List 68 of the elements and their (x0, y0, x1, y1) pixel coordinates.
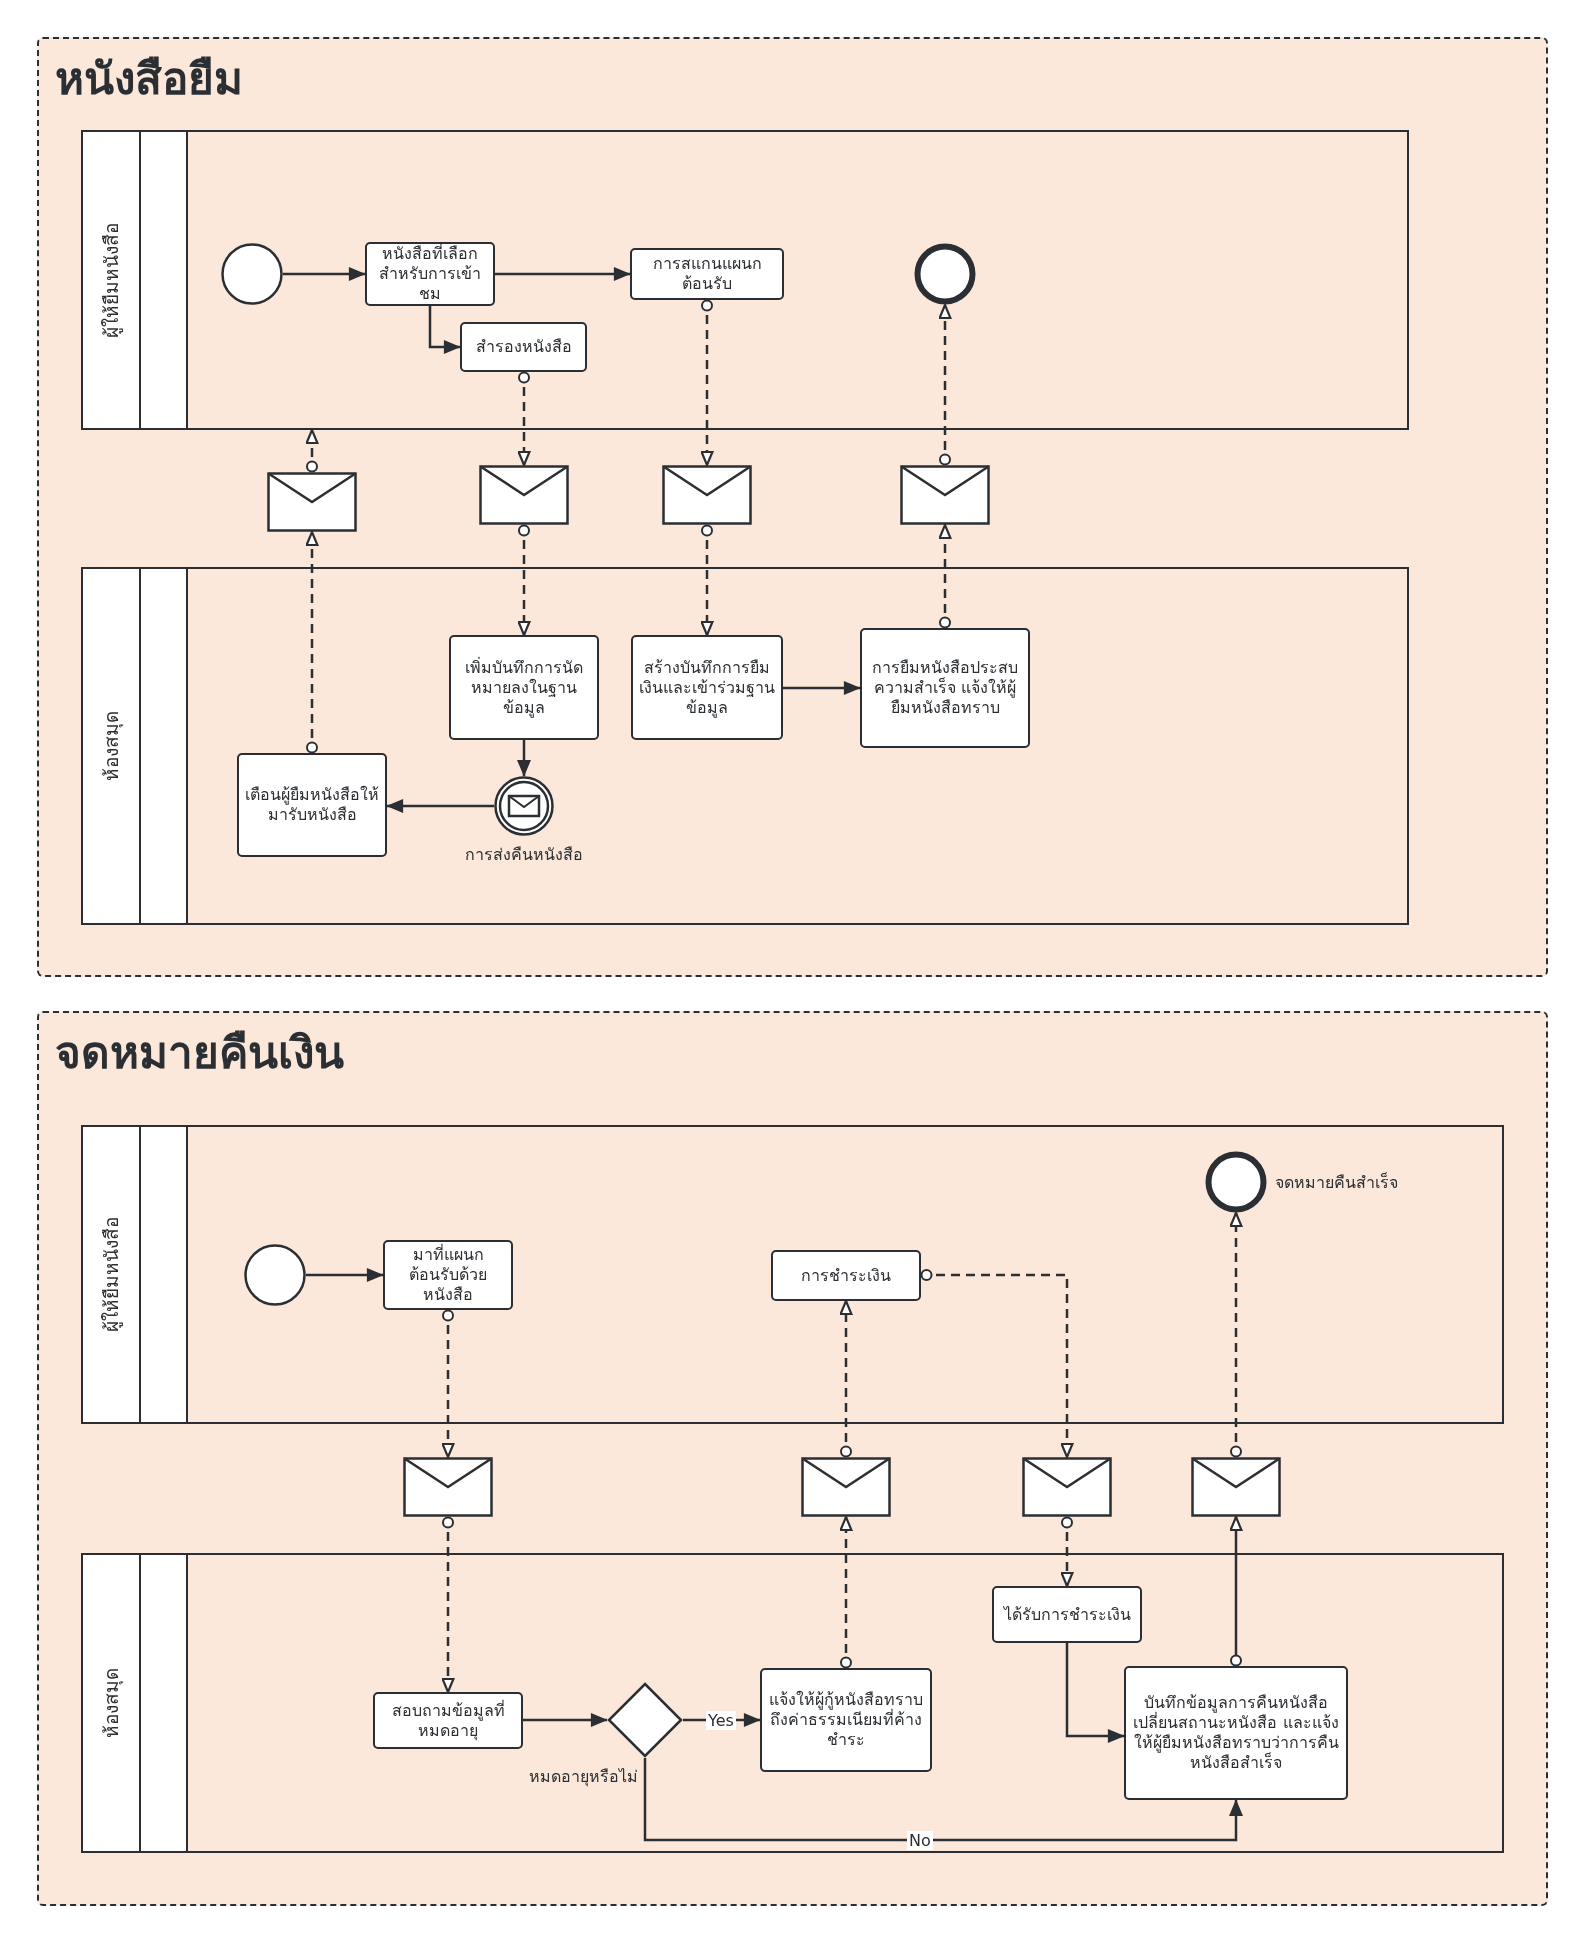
lane-label: ผู้ให้ยืมหนังสือ (99, 222, 124, 337)
message-envelope (403, 1457, 493, 1517)
dashed-arrow (839, 1299, 853, 1458)
message-envelope (801, 1457, 891, 1517)
arrow (523, 1713, 608, 1727)
end-event (914, 243, 976, 305)
arrow (283, 267, 366, 281)
pool-title: หนังสือยืม (55, 52, 243, 106)
gateway-diamond (607, 1682, 683, 1758)
dashed-arrow (700, 524, 714, 637)
pool-title: จดหมายคืนเงิน (55, 1026, 344, 1080)
lane-label: ห้องสมุด (99, 710, 124, 781)
arrow (306, 1268, 384, 1282)
task-box: เพิ่มบันทึกการนัดหมายลงในฐานข้อมูล (449, 635, 599, 740)
dashed-arrow (517, 524, 531, 637)
dashed-arrow (1060, 1516, 1074, 1588)
task-box: เตือนผู้ยืมหนังสือให้มารับหนังสือ (237, 753, 387, 857)
end-event (1205, 1151, 1267, 1213)
dashed-arrow (1229, 1211, 1243, 1458)
dashed-arrow (938, 303, 952, 466)
pool (37, 37, 1548, 977)
message-envelope (900, 465, 990, 525)
task-box: สำรองหนังสือ (460, 322, 587, 372)
task-box: การชำระเงิน (771, 1250, 921, 1301)
swimlane (81, 130, 1409, 430)
event-label: การส่งคืนหนังสือ (465, 844, 583, 866)
message-event (494, 776, 554, 836)
dashed-arrow (700, 299, 714, 467)
task-box: สอบถามข้อมูลที่หมดอายุ (373, 1692, 523, 1749)
task-box: บันทึกข้อมูลการคืนหนังสือ เปลี่ยนสถานะหนังสือ และแจ้งให้ผู้ยืมหนังสือทราบว่าการคืนหนังสือสำเร็จ (1124, 1666, 1348, 1800)
dashed-arrow (938, 523, 952, 629)
swimlane (81, 1553, 1504, 1853)
dashed-arrow (839, 1515, 853, 1669)
task-box: แจ้งให้ผู้กู้หนังสือทราบถึงค่าธรรมเนียมที่ค้างชำระ (760, 1668, 932, 1772)
task-box: การยืมหนังสือประสบความสำเร็จ แจ้งให้ผู้ยืมหนังสือทราบ (860, 628, 1030, 748)
swimlane (81, 1125, 1504, 1424)
arrow (1065, 1643, 1125, 1743)
arrow (783, 681, 861, 695)
message-envelope (479, 465, 569, 525)
swimlane (81, 567, 1409, 925)
dashed-arrow (920, 1269, 1074, 1459)
arrow (386, 799, 494, 813)
dashed-arrow (441, 1309, 455, 1459)
message-envelope (267, 472, 357, 532)
start-event (221, 243, 283, 305)
message-envelope (1191, 1457, 1281, 1517)
arrow (517, 740, 531, 777)
start-event (244, 1244, 306, 1306)
task-box: มาที่แผนกต้อนรับด้วยหนังสือ (383, 1240, 513, 1310)
task-box: ได้รับการชำระเงิน (992, 1586, 1142, 1643)
dashed-arrow (305, 428, 319, 473)
pool (37, 1011, 1548, 1906)
event-label: จดหมายคืนสำเร็จ (1275, 1171, 1398, 1194)
dashed-arrow (517, 371, 531, 467)
lane-label: ผู้ให้ยืมหนังสือ (99, 1216, 124, 1332)
task-box: การสแกนแผนกต้อนรับ (630, 248, 784, 300)
dashed-arrow (305, 530, 319, 754)
dashed-arrow (441, 1516, 455, 1694)
event-label: หมดอายุหรือไม่ (529, 1766, 638, 1789)
task-box: หนังสือที่เลือกสำหรับการเข้าชม (365, 242, 495, 306)
arrow (428, 306, 461, 354)
task-box: สร้างบันทึกการยืมเงินและเข้าร่วมฐานข้อมูล (631, 635, 783, 740)
message-envelope (1022, 1457, 1112, 1517)
lane-label: ห้องสมุด (99, 1667, 124, 1738)
arrow (495, 267, 631, 281)
arrow (643, 1758, 1243, 1842)
message-envelope (662, 465, 752, 525)
arrow (1229, 1515, 1243, 1667)
